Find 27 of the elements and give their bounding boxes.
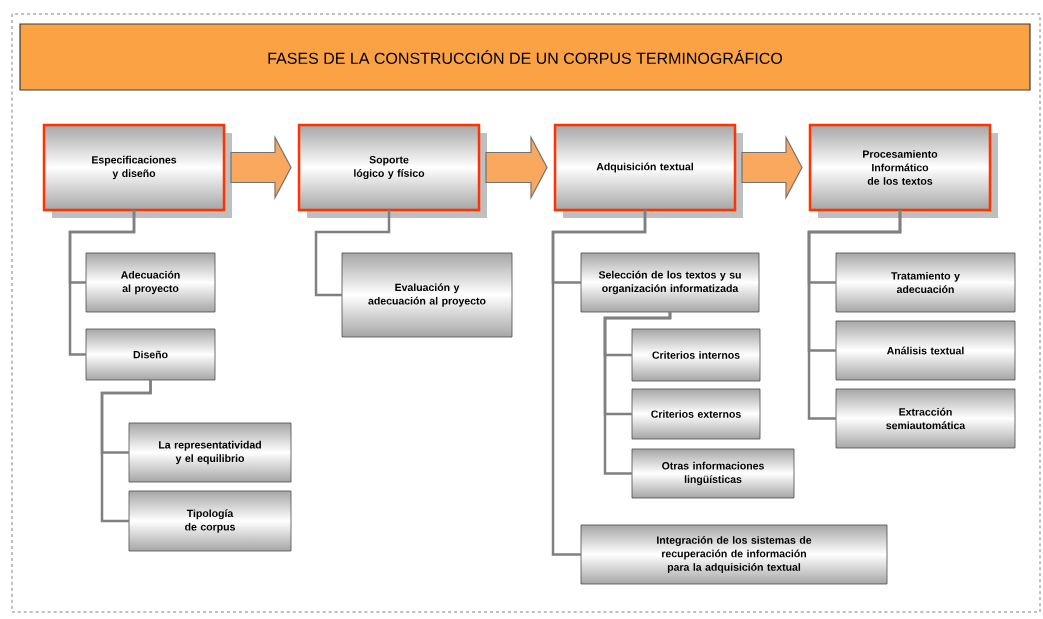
task-box: Tratamiento y adecuación — [835, 252, 1016, 313]
task-box: La representatividad y el equilibrio — [128, 422, 292, 483]
connector-line — [68, 210, 136, 356]
connector-line — [314, 210, 391, 297]
task-box: Evaluación y adecuación al proyecto — [341, 252, 513, 338]
task-box: Criterios internos — [631, 328, 761, 382]
connector-line — [551, 210, 647, 556]
connector-line — [100, 380, 152, 523]
title-banner: FASES DE LA CONSTRUCCIÓN DE UN CORPUS TERMINOGRÁFICO — [19, 23, 1031, 91]
block-arrow — [485, 135, 548, 200]
phase-box: Soporte lógico y físico — [297, 123, 487, 218]
task-box: Diseño — [85, 328, 216, 381]
phase-box: Especificaciones y diseño — [42, 123, 232, 218]
task-box: Análisis textual — [835, 320, 1016, 381]
task-box: Otras informaciones lingüísticas — [631, 448, 795, 499]
phase-box: Procesamiento Informático de los textos — [808, 123, 998, 218]
task-box: Tipología de corpus — [128, 490, 292, 552]
block-arrow — [230, 135, 292, 200]
task-box: Adecuación al proyecto — [85, 252, 216, 313]
phase-box: Adquisición textual — [553, 123, 743, 218]
task-box: Criterios externos — [631, 388, 761, 440]
task-box: Extracción semiautomática — [835, 388, 1016, 449]
block-arrow — [741, 135, 803, 200]
connector-line — [807, 210, 902, 420]
task-box: Integración de los sistemas de recuperación de información para la adquisición textual — [580, 524, 888, 585]
task-box: Selección de los textos y su organización informatizada — [580, 252, 760, 313]
connector-line — [603, 312, 672, 475]
